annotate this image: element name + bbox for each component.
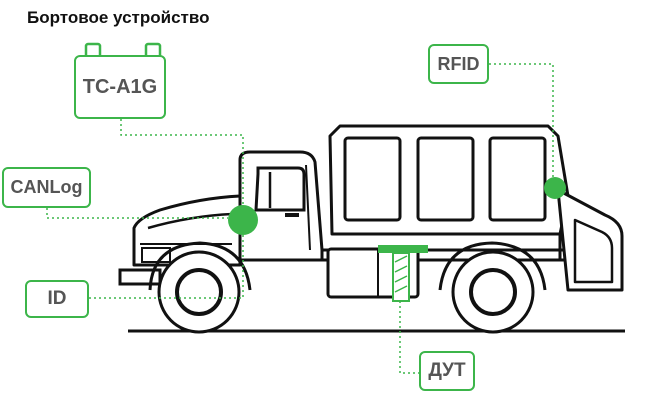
rear-fender (438, 241, 547, 291)
grille (141, 247, 171, 263)
rear-wheel-hub (469, 268, 517, 316)
label-tc-a1g: TC-A1G (74, 55, 166, 119)
door-line (305, 164, 311, 251)
connector-id (89, 235, 244, 299)
connector-tca1g (120, 119, 244, 205)
rfid-dot (544, 177, 566, 199)
hood-crease (147, 212, 233, 230)
diagram-title: Бортовое устройство (27, 8, 210, 27)
connector-canlog (46, 208, 228, 219)
cab-window (254, 166, 306, 212)
dump-body (328, 124, 570, 236)
cab (238, 150, 324, 262)
hood (132, 190, 242, 267)
label-rfid: RFID (428, 44, 489, 84)
fuel-sensor-probe (392, 252, 410, 302)
door-handle (285, 213, 299, 217)
fuel-sensor-flange (378, 245, 428, 253)
connector-dut (399, 301, 419, 374)
label-id: ID (25, 280, 89, 318)
connector-rfid (489, 63, 554, 177)
front-wheel-hub (175, 268, 223, 316)
label-canlog: CANLog (2, 167, 91, 208)
tailgate-inner (573, 218, 614, 284)
label-dut: ДУТ (419, 351, 475, 391)
dump-panel-3 (488, 136, 547, 222)
onboard-device-dot (228, 205, 258, 235)
dump-panel-2 (416, 136, 475, 222)
dump-panel-1 (343, 136, 402, 222)
connectors (46, 63, 554, 374)
